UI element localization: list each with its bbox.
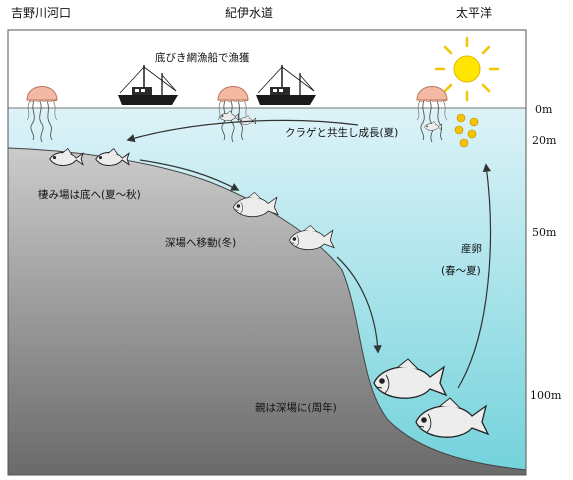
arrow-spawn-up	[457, 163, 492, 389]
sun-icon	[434, 36, 500, 102]
label-spawn-season: (春～夏)	[441, 265, 481, 277]
depth-label: 20m	[532, 134, 557, 147]
label-fishing: 底びき網漁船で漁獲	[155, 52, 250, 64]
eggs-icon	[454, 113, 479, 148]
arrow-to-deep	[336, 256, 382, 354]
depth-label: 100m	[530, 389, 562, 402]
region-label-kii-channel: 紀伊水道	[225, 6, 274, 20]
label-live-bottom: 棲み場は底へ(夏～秋)	[38, 189, 141, 201]
label-spawn: 産卵	[461, 243, 482, 255]
region-label-yoshino-estuary: 吉野川河口	[11, 6, 72, 20]
label-symbiosis: クラゲと共生し成長(夏)	[285, 127, 399, 139]
region-label-pacific: 太平洋	[456, 6, 493, 20]
arrow-to-bottom	[139, 159, 240, 191]
depth-label: 50m	[532, 226, 557, 239]
diagram-border	[7, 29, 527, 476]
label-move-deep: 深場へ移動(冬)	[165, 237, 237, 249]
depth-label: 0m	[535, 103, 553, 116]
arrow-symbiosis	[126, 119, 359, 143]
label-parents-deep: 親は深場に(周年)	[255, 402, 337, 414]
seabed	[7, 147, 527, 476]
